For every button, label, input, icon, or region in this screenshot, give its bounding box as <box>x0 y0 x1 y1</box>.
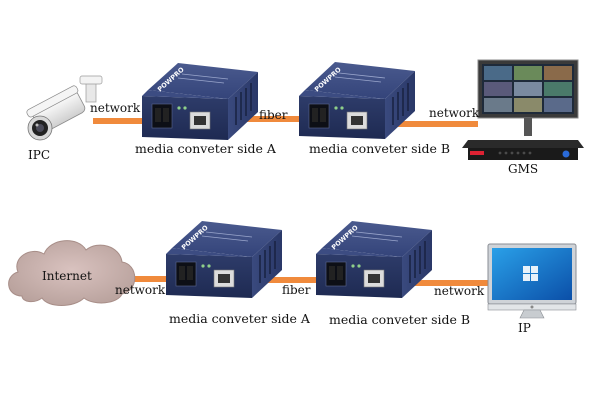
converter-a-label: media conveter side A <box>169 311 310 326</box>
converter-b-label: media conveter side B <box>329 312 471 327</box>
row-1: POWPRO POWPRO <box>26 59 584 160</box>
network-label-right: network <box>429 106 480 120</box>
network-label-right: network <box>434 284 485 298</box>
desktop-monitor-icon <box>487 243 577 319</box>
network-label-left: network <box>90 101 141 115</box>
row-2: POWPRO POWPRO <box>8 221 577 319</box>
monitor-with-recorder-icon <box>462 59 584 160</box>
media-converter-b: POWPRO <box>299 62 415 139</box>
fiber-label: fiber <box>282 283 311 297</box>
media-converter-a: POWPRO <box>166 221 282 298</box>
network-label-left: network <box>115 283 166 297</box>
ip-label: IP <box>518 321 531 335</box>
fiber-label: fiber <box>259 108 288 122</box>
cloud-icon <box>8 240 136 306</box>
windows-logo-icon <box>523 266 538 281</box>
media-converter-a: POWPRO <box>142 63 258 140</box>
converter-b-label: media conveter side B <box>309 141 451 156</box>
media-converter-b: POWPRO <box>316 221 432 298</box>
gms-label: GMS <box>508 162 539 176</box>
converter-a-label: media conveter side A <box>135 141 276 156</box>
ip-camera-icon <box>26 75 103 141</box>
ipc-label: IPC <box>28 148 50 162</box>
internet-label: Internet <box>42 269 92 283</box>
